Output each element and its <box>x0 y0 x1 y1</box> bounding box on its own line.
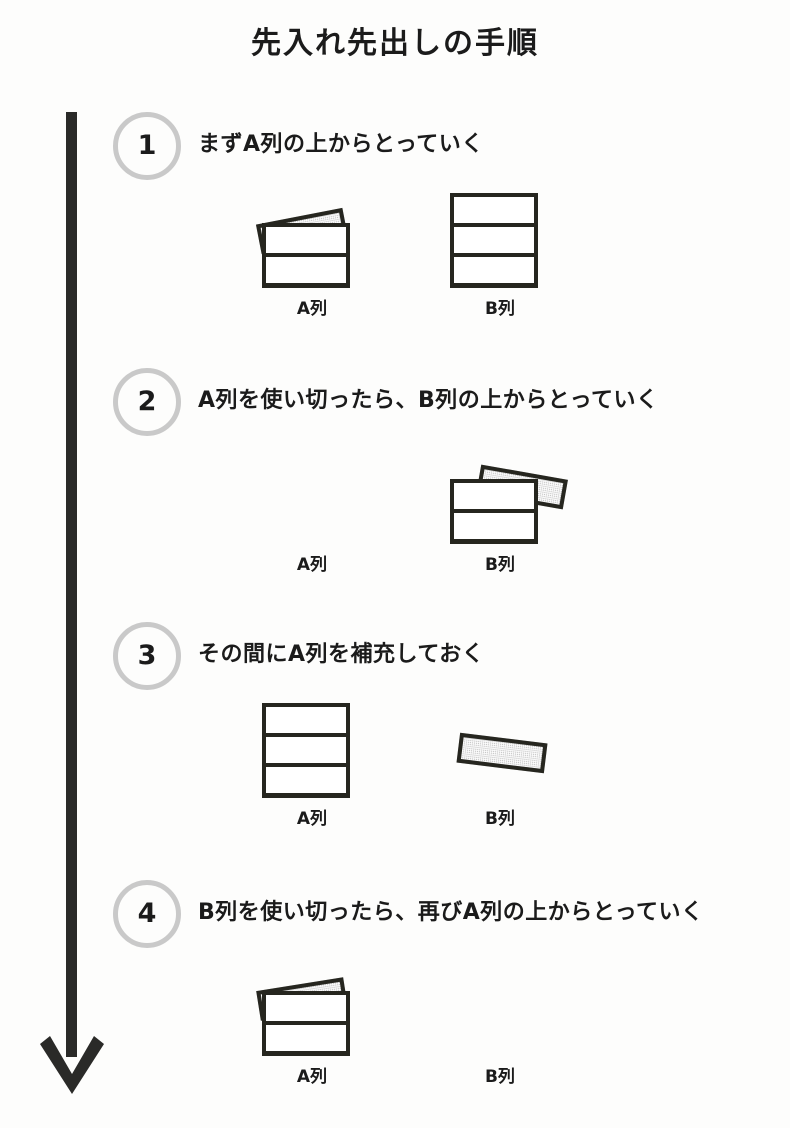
step-1-column-a: A列 <box>252 168 372 319</box>
page-title: 先入れ先出しの手順 <box>251 26 539 61</box>
step-number: 4 <box>137 897 157 929</box>
column-a-stack-area <box>252 936 372 1056</box>
column-a-label: A列 <box>296 299 328 319</box>
box-stack <box>450 479 538 544</box>
step-description: A列を使い切ったら、B列の上からとっていく <box>198 388 659 413</box>
box-cell <box>454 227 534 257</box>
box-cell <box>454 257 534 283</box>
column-b-stack-area <box>440 424 568 544</box>
step-description: まずA列の上からとっていく <box>198 132 484 157</box>
box-cell <box>266 707 346 737</box>
column-a-stack-area <box>252 424 372 544</box>
column-b-label: B列 <box>485 299 515 319</box>
box-cell <box>266 1025 346 1051</box>
flow-arrow-shaft <box>66 112 77 1057</box>
box-cell <box>266 227 346 257</box>
box-cell <box>454 197 534 227</box>
box-stack <box>450 193 538 288</box>
column-a-label: A列 <box>296 555 328 575</box>
box-stack <box>262 703 350 798</box>
step-number: 1 <box>137 129 157 161</box>
picked-box <box>456 732 548 774</box>
step-4-column-b: B列 <box>440 936 560 1087</box>
step-number-badge: 1 <box>113 112 181 180</box>
step-3-column-a: A列 <box>252 678 372 829</box>
box-cell <box>454 513 534 539</box>
column-a-label: A列 <box>296 1067 328 1087</box>
column-b-stack-area <box>440 936 560 1056</box>
box-stack <box>262 223 350 288</box>
box-cell <box>266 995 346 1025</box>
step-number-badge: 4 <box>113 880 181 948</box>
box-stack <box>262 991 350 1056</box>
column-b-label: B列 <box>485 555 515 575</box>
column-b-label: B列 <box>485 1067 515 1087</box>
step-2-column-b: B列 <box>440 424 568 575</box>
step-number: 2 <box>137 385 157 417</box>
step-3-column-b: B列 <box>440 678 560 829</box>
column-b-stack-area <box>440 168 560 288</box>
box-cell <box>454 483 534 513</box>
column-a-stack-area <box>252 168 372 288</box>
box-cell <box>266 737 346 767</box>
step-number-badge: 2 <box>113 368 181 436</box>
box-cell <box>266 767 346 793</box>
flow-arrow-head-icon <box>38 1030 106 1096</box>
step-4-column-a: A列 <box>252 936 372 1087</box>
column-a-stack-area <box>252 678 372 798</box>
step-number-badge: 3 <box>113 622 181 690</box>
column-b-stack-area <box>440 678 560 798</box>
step-1-column-b: B列 <box>440 168 560 319</box>
step-2-column-a: A列 <box>252 424 372 575</box>
step-description: その間にA列を補充しておく <box>198 642 485 667</box>
column-a-label: A列 <box>296 809 328 829</box>
step-number: 3 <box>137 639 157 671</box>
step-description: B列を使い切ったら、再びA列の上からとっていく <box>198 900 704 925</box>
column-b-label: B列 <box>485 809 515 829</box>
box-cell <box>266 257 346 283</box>
